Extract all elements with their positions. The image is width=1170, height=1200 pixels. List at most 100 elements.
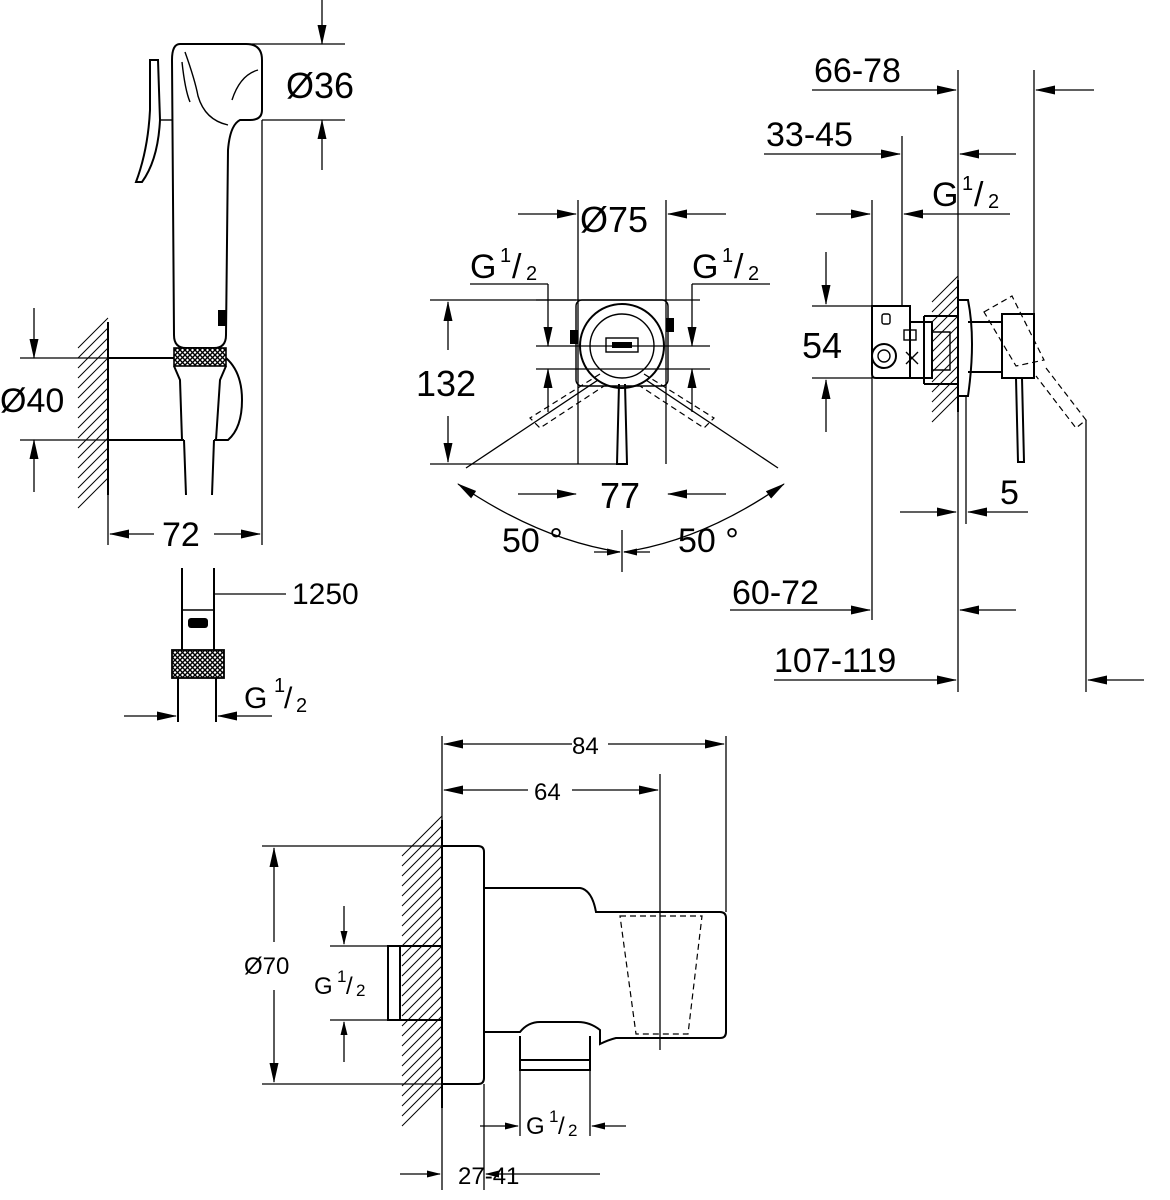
- wall-hatch-line: [931, 335, 959, 363]
- dim-33-45: 33-45: [766, 116, 853, 154]
- lever-swing-positions: [529, 373, 715, 429]
- wall-hatch-line: [931, 365, 959, 393]
- dim-5: 5: [1000, 474, 1019, 512]
- rosette-side: [958, 299, 973, 397]
- svg-text:/: /: [346, 973, 353, 1000]
- dim-60-72: 60-72: [732, 574, 819, 612]
- wall-hatch-line: [77, 347, 109, 379]
- lever-side: [1015, 377, 1026, 463]
- wall-hatch-line: [401, 915, 443, 957]
- wall-hatch-line: [401, 865, 443, 907]
- wall-hatch-line: [401, 1015, 443, 1057]
- wall-hatch-line: [931, 285, 959, 313]
- wall-hatch-line: [77, 357, 109, 389]
- svg-text:G: G: [470, 248, 496, 286]
- svg-text:/: /: [974, 176, 984, 214]
- svg-text:2: 2: [988, 191, 999, 213]
- dim-rosette-diameter: Ø75: [580, 199, 648, 240]
- svg-text:G: G: [932, 176, 958, 214]
- wall-hatch-line: [931, 275, 959, 303]
- wall-hatch-line: [77, 387, 109, 419]
- dim-projection-72: 72: [162, 516, 200, 554]
- front-thread-left: G 1 / 2: [470, 245, 537, 286]
- wall-hatch-line: [77, 467, 109, 499]
- wall-hatch-line: [401, 965, 443, 1007]
- wall-hatch-line: [401, 835, 443, 877]
- wall-hatch-line: [401, 1025, 443, 1067]
- svg-text:1: 1: [274, 675, 285, 697]
- wall-hatch-line: [401, 905, 443, 947]
- dim-64: 64: [534, 779, 561, 806]
- svg-text:1: 1: [722, 245, 733, 267]
- dim-outlet-diameter: Ø70: [244, 953, 289, 980]
- wall-hatch-line: [77, 377, 109, 409]
- svg-text:2: 2: [356, 981, 365, 1000]
- outlet-outlet-thread: [519, 1036, 591, 1071]
- wall-hatch-line: [401, 1005, 443, 1047]
- hose-nut: [171, 649, 225, 679]
- wall-hatch-line: [77, 427, 109, 459]
- wall-hatch-line: [931, 345, 959, 373]
- outlet-body: [484, 887, 727, 1046]
- svg-text:/: /: [558, 1113, 565, 1140]
- wall-hatch-line: [77, 397, 109, 429]
- wall-hatch-line: [401, 815, 443, 857]
- wall-hatch-line: [77, 317, 109, 349]
- svg-text:G: G: [526, 1113, 545, 1140]
- wall-hatch-line: [401, 975, 443, 1017]
- wall-hatch-line: [931, 325, 959, 353]
- wall-hatch-line: [931, 355, 959, 383]
- wall-hatch-line: [401, 1075, 443, 1117]
- svg-text:G: G: [244, 682, 267, 715]
- dim-107-119: 107-119: [774, 642, 896, 680]
- svg-text:/: /: [734, 248, 744, 286]
- angle-right-50: 50 °: [678, 522, 739, 560]
- hose-thread-label: G 1 / 2: [244, 675, 307, 717]
- wall-hatch-line: [77, 457, 109, 489]
- handshower-lever: [134, 59, 162, 183]
- wall-hatch-line: [401, 885, 443, 927]
- dim-holder-diameter: Ø40: [0, 382, 64, 420]
- svg-text:2: 2: [748, 263, 759, 285]
- side-thread-label: G 1 / 2: [932, 173, 999, 214]
- svg-text:2: 2: [526, 263, 537, 285]
- wall-hatch-line: [401, 1065, 443, 1107]
- dim-height-132: 132: [416, 363, 476, 404]
- wall-hatch-line: [401, 845, 443, 887]
- wall-hatch-line: [401, 955, 443, 997]
- wall-hatch-line: [77, 407, 109, 439]
- wall-hatch-line: [401, 945, 443, 987]
- wall-hatch-line: [401, 875, 443, 917]
- outlet-inlet-thread: [387, 945, 442, 1021]
- wall-hatch-line: [401, 1055, 443, 1097]
- svg-text:/: /: [512, 248, 522, 286]
- wall-hatch-line: [401, 855, 443, 897]
- dim-84: 84: [572, 733, 599, 760]
- hose-body: [181, 568, 215, 650]
- dim-hose-length: 1250: [292, 578, 359, 611]
- wall-outlet-view: 84 64 Ø70 G 1 / 2 G 1 / 2: [244, 733, 727, 1190]
- outlet-outlet-thread-label: G 1 / 2: [526, 1107, 577, 1140]
- wall-hatch-line: [77, 477, 109, 509]
- wall-hatch-line: [77, 327, 109, 359]
- svg-text:/: /: [284, 682, 293, 715]
- wall-hatch-line: [931, 315, 959, 343]
- wall-hatch-left: [77, 317, 109, 509]
- wall-hatch-line: [401, 895, 443, 937]
- wall-hatch-line: [931, 305, 959, 333]
- hose-view: 1250 G 1 / 2: [124, 568, 359, 722]
- wall-hatch-line: [77, 437, 109, 469]
- wall-hatch-line: [931, 295, 959, 323]
- wall-hatch-line: [77, 417, 109, 449]
- wall-hatch-line: [401, 935, 443, 977]
- svg-text:1: 1: [500, 245, 511, 267]
- dim-27-41: 27-41: [458, 1163, 519, 1190]
- wall-hatch-line: [401, 995, 443, 1037]
- svg-text:G: G: [692, 248, 718, 286]
- wall-hatch-line: [77, 447, 109, 479]
- outlet-rosette: [442, 845, 485, 1085]
- wall-hatch-line: [77, 337, 109, 369]
- wall-hatch-line: [401, 1085, 443, 1127]
- side-view: 66-78 33-45 G 1 / 2 54 5 60-72 107-119: [730, 52, 1144, 692]
